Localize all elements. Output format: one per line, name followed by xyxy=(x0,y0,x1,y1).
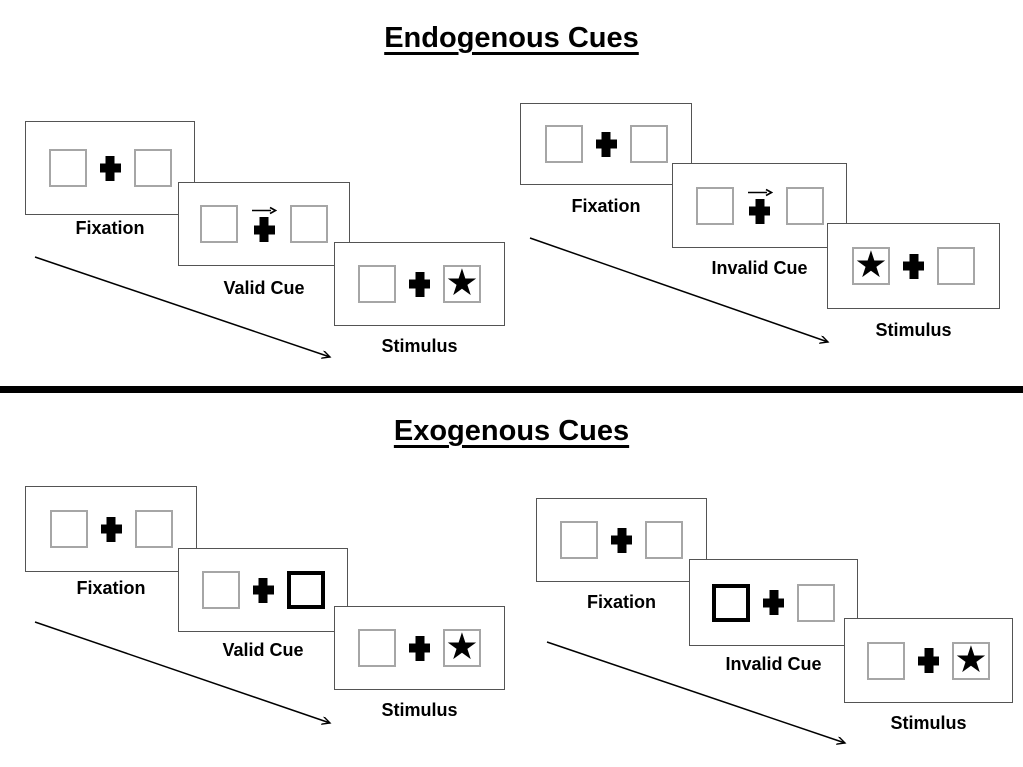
left-placeholder-box xyxy=(544,125,583,163)
left-placeholder-box xyxy=(201,571,240,609)
trial-sequence-arrow xyxy=(529,237,835,348)
right-placeholder-box: ★ xyxy=(443,626,481,667)
left-placeholder-box xyxy=(695,186,734,225)
panel-label: Invalid Cue xyxy=(725,654,822,674)
panel-label: Fixation xyxy=(571,196,641,216)
trial-sequence-arrow xyxy=(34,256,335,362)
right-placeholder-box xyxy=(133,149,172,187)
fixation-cross-icon xyxy=(903,254,924,279)
cue-arrow-right-icon xyxy=(252,206,277,215)
trial-sequence-arrow xyxy=(546,641,852,748)
right-placeholder-box xyxy=(797,583,835,622)
left-placeholder-box xyxy=(48,149,87,187)
exogenous-section-title: Exogenous Cues xyxy=(393,415,630,447)
cue-arrow-right-icon xyxy=(747,188,773,196)
left-placeholder-box xyxy=(200,205,238,243)
fixation-cross-icon xyxy=(918,648,939,673)
left-placeholder-box xyxy=(867,641,905,680)
left-placeholder-box xyxy=(49,510,88,548)
fixation-cross-icon xyxy=(749,199,770,224)
fixation-cross-icon xyxy=(254,217,275,242)
panel-label: Fixation xyxy=(75,218,145,238)
trial-sequence-arrow xyxy=(34,621,335,728)
star-target-icon: ★ xyxy=(445,626,479,667)
right-placeholder-box xyxy=(629,125,668,163)
endogenous-valid-stimulus-panel: ★ xyxy=(334,242,505,326)
right-placeholder-box xyxy=(785,186,824,225)
right-placeholder-box xyxy=(937,247,975,285)
right-placeholder-box: ★ xyxy=(443,262,481,303)
panel-label: Invalid Cue xyxy=(711,258,808,278)
fixation-cross-icon xyxy=(763,590,784,615)
panel-label: Stimulus xyxy=(875,320,952,340)
left-placeholder-box xyxy=(560,521,598,559)
left-placeholder-box: ★ xyxy=(852,244,890,285)
right-placeholder-box xyxy=(645,521,683,559)
exogenous-valid-cue-panel xyxy=(178,548,348,632)
panel-label: Stimulus xyxy=(381,336,458,356)
fixation-cross-icon xyxy=(101,517,122,542)
exogenous-invalid-fixation-panel xyxy=(536,498,707,582)
right-placeholder-box: ★ xyxy=(952,638,990,680)
right-placeholder-box xyxy=(134,510,173,548)
right-placeholder-box xyxy=(290,205,328,243)
exogenous-invalid-cue-panel xyxy=(689,559,858,646)
endogenous-valid-fixation-panel xyxy=(25,121,195,215)
panel-label: Valid Cue xyxy=(223,278,305,298)
panel-label: Stimulus xyxy=(890,713,967,733)
right-cue-highlight-box xyxy=(286,571,325,609)
endogenous-invalid-stimulus-panel: ★ xyxy=(827,223,1000,309)
left-placeholder-box xyxy=(358,629,396,667)
fixation-cross-icon xyxy=(253,578,274,603)
section-divider xyxy=(0,386,1023,393)
star-target-icon: ★ xyxy=(854,244,888,285)
endogenous-invalid-cue-panel xyxy=(672,163,847,248)
star-target-icon: ★ xyxy=(954,638,988,680)
endogenous-section-title: Endogenous Cues xyxy=(384,22,639,54)
panel-label: Stimulus xyxy=(381,700,458,720)
fixation-cross-icon xyxy=(611,528,632,553)
endogenous-invalid-fixation-panel xyxy=(520,103,692,185)
left-cue-highlight-box xyxy=(712,583,750,622)
exogenous-valid-fixation-panel xyxy=(25,486,197,572)
left-placeholder-box xyxy=(358,265,396,303)
endogenous-valid-cue-panel xyxy=(178,182,350,266)
fixation-cross-icon xyxy=(409,272,430,297)
fixation-cross-icon xyxy=(596,132,617,157)
panel-label: Fixation xyxy=(76,578,146,598)
fixation-cross-icon xyxy=(409,636,430,661)
star-target-icon: ★ xyxy=(445,262,479,303)
panel-label: Fixation xyxy=(586,592,656,612)
exogenous-invalid-stimulus-panel: ★ xyxy=(844,618,1013,703)
exogenous-valid-stimulus-panel: ★ xyxy=(334,606,505,690)
fixation-cross-icon xyxy=(100,156,121,181)
panel-label: Valid Cue xyxy=(222,640,304,660)
